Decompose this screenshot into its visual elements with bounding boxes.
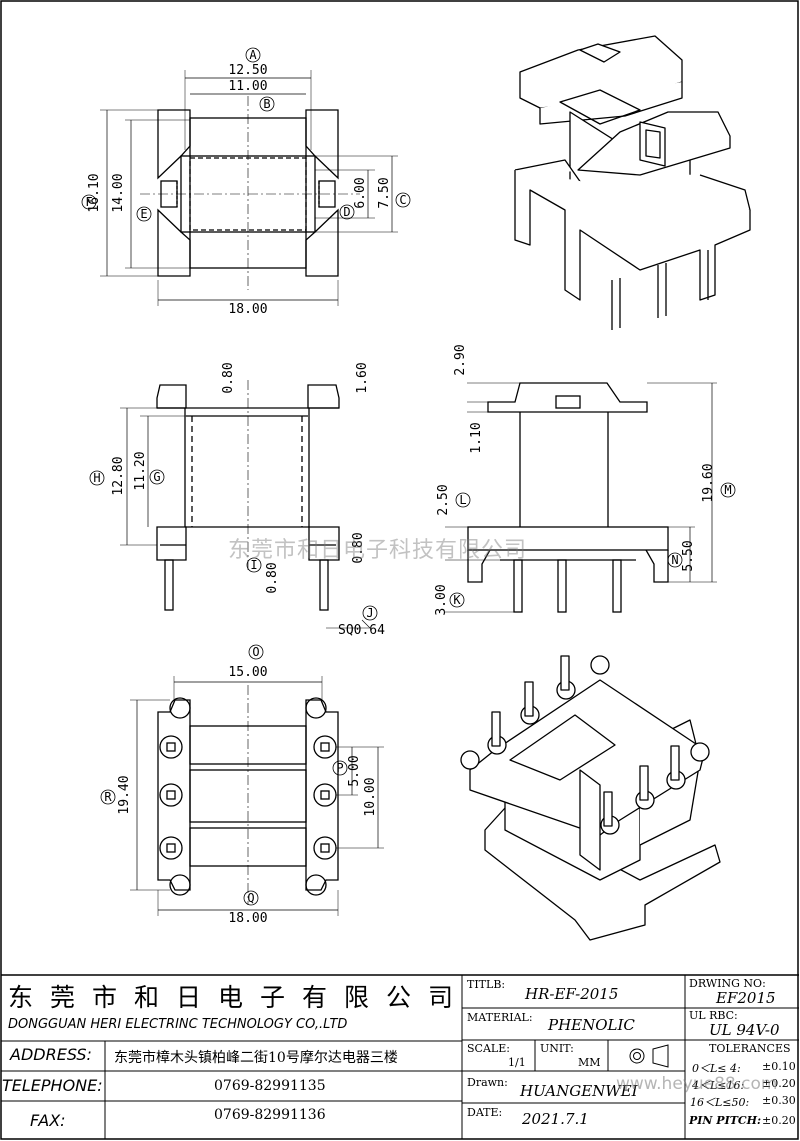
- dim-6-00: 6.00: [353, 177, 368, 208]
- dim-5-00: 5.00: [347, 755, 362, 786]
- watermark-url: www.heyue88.com: [616, 1074, 778, 1094]
- label-m: M: [724, 483, 731, 497]
- date-label: DATE:: [467, 1106, 503, 1119]
- dim-12-50: 12.50: [228, 63, 267, 78]
- tol-range-4: PIN PITCH:: [689, 1114, 762, 1127]
- front-view: [445, 382, 736, 613]
- front-view-dims: 2.90 1.10 2.50 3.00 19.60 5.50 L K M N: [434, 344, 732, 615]
- dim-16-10: 16.10: [87, 173, 102, 212]
- ul-value: UL 94V-0: [709, 1021, 780, 1039]
- title-block: 东莞市和日电子有限公司 DONGGUAN HERI ELECTRINC TECH…: [0, 972, 800, 1141]
- side-view-dims: 0.80 1.60 12.80 11.20 0.80 0.80 SQ0.64 H…: [93, 362, 385, 638]
- company-name-en: DONGGUAN HERI ELECTRINC TECHNOLOGY CO,.L…: [8, 1017, 348, 1032]
- bottom-view-dims: 15.00 19.40 5.00 10.00 18.00 O P Q R: [104, 645, 378, 926]
- bottom-view: [100, 644, 384, 916]
- dim-1-60: 1.60: [355, 362, 370, 393]
- title-value: HR-EF-2015: [525, 985, 619, 1003]
- label-a: A: [249, 48, 257, 62]
- label-h: H: [93, 471, 100, 485]
- label-b: B: [263, 97, 270, 111]
- unit-label: UNIT:: [540, 1042, 574, 1055]
- dim-0-80-right: 0.80: [351, 532, 366, 563]
- scale-value: 1/1: [508, 1056, 526, 1069]
- tol-value-4: ±0.20: [762, 1114, 796, 1127]
- fax-value: 0769-82991136: [214, 1107, 326, 1123]
- tol-value-3: ±0.30: [762, 1094, 796, 1107]
- side-view: [89, 380, 378, 629]
- telephone-label: TELEPHONE:: [2, 1076, 103, 1095]
- dim-2-90: 2.90: [453, 344, 468, 375]
- dim-5-50: 5.50: [681, 540, 696, 571]
- drawing-no-label: DRWING NO:: [689, 977, 766, 990]
- label-j: J: [366, 606, 373, 620]
- dim-18-00: 18.00: [228, 302, 267, 317]
- dim-15-00: 15.00: [228, 665, 267, 680]
- label-e: E: [140, 207, 147, 221]
- top-view: [81, 47, 411, 306]
- watermark: 东莞市和日电子科技有限公司: [228, 538, 528, 563]
- company-name-cn: 东莞市和日电子有限公司: [8, 983, 471, 1012]
- label-q: Q: [247, 891, 254, 905]
- dim-7-50: 7.50: [377, 177, 392, 208]
- drawing-no-value: EF2015: [716, 989, 776, 1007]
- drawn-value: HUANGENWEI: [520, 1082, 638, 1100]
- tolerances-label: TOLERANCES: [709, 1042, 791, 1055]
- label-o: O: [252, 645, 259, 659]
- scale-label: SCALE:: [467, 1042, 510, 1055]
- title-label: TITLB:: [467, 978, 506, 991]
- dim-10-00: 10.00: [363, 777, 378, 816]
- material-label: MATERIAL:: [467, 1011, 533, 1024]
- telephone-value: 0769-82991135: [214, 1078, 326, 1094]
- label-i: I: [250, 558, 257, 572]
- dim-19-60: 19.60: [701, 463, 716, 502]
- address-value: 东莞市樟木头镇柏峰二街10号摩尔达电器三楼: [114, 1050, 398, 1066]
- dim-2-50: 2.50: [436, 484, 451, 515]
- label-f: F: [85, 195, 92, 209]
- unit-value: MM: [578, 1056, 601, 1069]
- dim-14-00: 14.00: [111, 173, 126, 212]
- label-g: G: [153, 470, 160, 484]
- dim-sq0-64: SQ0.64: [338, 623, 385, 638]
- label-k: K: [453, 593, 461, 607]
- dim-12-80: 12.80: [111, 456, 126, 495]
- ul-label: UL RBC:: [689, 1009, 738, 1022]
- label-p: P: [336, 761, 343, 775]
- material-value: PHENOLIC: [548, 1016, 635, 1034]
- dim-19-40: 19.40: [117, 775, 132, 814]
- drawn-label: Drawn:: [467, 1076, 508, 1089]
- tol-range-1: 0＜L≤ 4:: [692, 1062, 741, 1075]
- isometric-view-bottom: [460, 655, 721, 941]
- dim-0-80-bottom: 0.80: [265, 562, 280, 593]
- dim-18-00-bottom: 18.00: [228, 911, 267, 926]
- label-c: C: [399, 193, 406, 207]
- label-l: L: [459, 493, 466, 507]
- dim-3-00: 3.00: [434, 584, 449, 615]
- label-d: D: [343, 205, 350, 219]
- address-label: ADDRESS:: [10, 1045, 92, 1064]
- top-view-dims: 12.50 11.00 18.00 16.10 14.00 6.00 7.50 …: [85, 48, 406, 317]
- tol-value-2: ±0.20: [762, 1077, 796, 1090]
- isometric-view-top: [514, 35, 751, 330]
- date-value: 2021.7.1: [522, 1110, 589, 1128]
- dim-11-00: 11.00: [228, 79, 267, 94]
- dim-0-80-top: 0.80: [221, 362, 236, 393]
- tol-range-3: 16＜L≤50:: [690, 1096, 750, 1109]
- label-n: N: [671, 553, 678, 567]
- dim-1-10: 1.10: [469, 422, 484, 453]
- label-r: R: [104, 790, 112, 804]
- tol-range-2: 4＜L≤16:: [692, 1079, 745, 1092]
- fax-label: FAX:: [30, 1111, 66, 1130]
- title-block-grid: [1, 974, 799, 1139]
- dim-11-20: 11.20: [133, 451, 148, 490]
- tol-value-1: ±0.10: [762, 1060, 796, 1073]
